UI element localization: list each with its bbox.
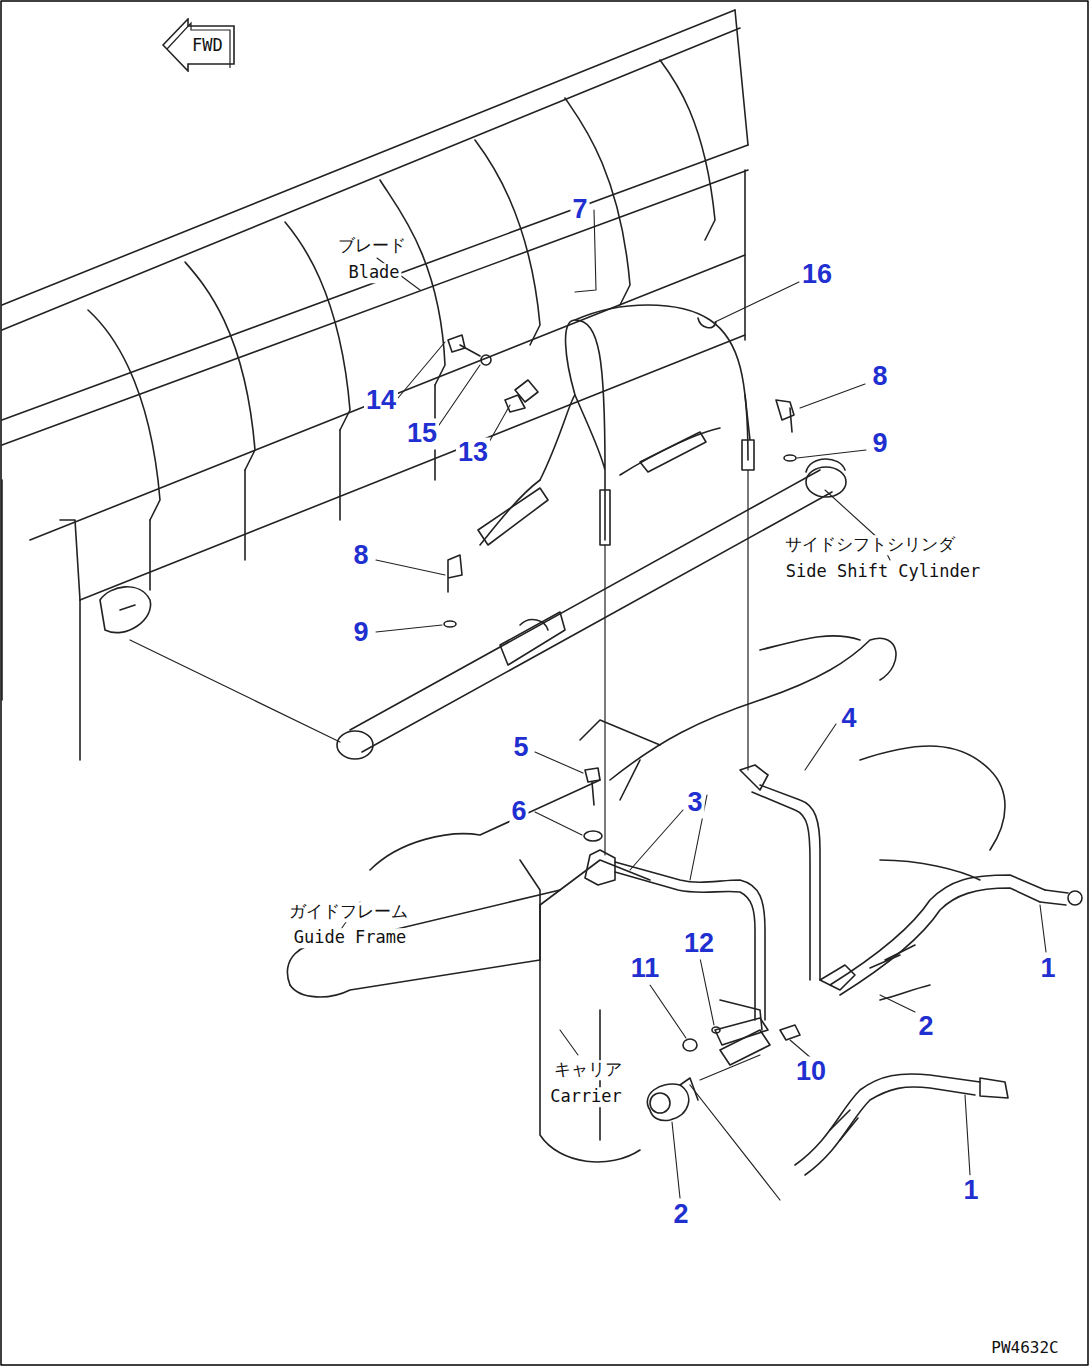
callout-number: 4	[839, 703, 858, 734]
direction-arrow: FWD	[162, 18, 235, 72]
arrow-shadow	[167, 23, 230, 68]
guide-frame	[287, 636, 1005, 997]
callout-number: 5	[511, 732, 530, 763]
callout-number: 16	[800, 259, 834, 290]
callout-number: 3	[685, 787, 704, 818]
callout-number: 7	[570, 194, 589, 225]
part-label: Side Shift Cylinder	[784, 562, 982, 582]
link-line	[130, 640, 340, 742]
callout-number: 11	[629, 953, 662, 984]
part-label: Blade	[346, 263, 401, 283]
callout-number: 14	[364, 385, 398, 416]
bolt-washer	[584, 768, 602, 841]
hoses-1-2	[683, 875, 1082, 1200]
callout-number: 2	[916, 1011, 935, 1042]
callout-number: 1	[1038, 953, 1057, 984]
part-label: Carrier	[548, 1087, 624, 1107]
blade-drawing	[2, 10, 748, 760]
callout-number: 2	[671, 1199, 690, 1230]
callout-number: 10	[794, 1056, 828, 1087]
part-label: キャリア	[552, 1060, 624, 1080]
callout-number: 9	[351, 617, 370, 648]
callout-number: 8	[870, 361, 889, 392]
callout-number: 8	[351, 540, 370, 571]
part-label: ガイドフレーム	[287, 902, 410, 922]
callout-number: 9	[870, 428, 889, 459]
drawing-code: PW4632C	[989, 1339, 1060, 1357]
leader-lines	[330, 210, 1046, 1198]
part-label: ブレード	[336, 236, 408, 256]
carrier	[540, 860, 770, 1162]
hose-drawing	[478, 305, 754, 855]
callout-number: 6	[509, 796, 528, 827]
part-label: Guide Frame	[292, 928, 409, 948]
arrow-shape	[163, 19, 234, 71]
steel-pipes	[585, 765, 855, 1045]
callout-number: 1	[961, 1175, 980, 1206]
callout-number: 13	[456, 437, 490, 468]
callout-number: 15	[405, 418, 439, 449]
arrow-text: FWD	[192, 35, 223, 55]
side-shift-cylinder	[337, 459, 846, 759]
part-label: サイドシフトシリンダ	[783, 535, 957, 555]
fittings	[444, 335, 796, 627]
callout-number: 12	[682, 928, 716, 959]
